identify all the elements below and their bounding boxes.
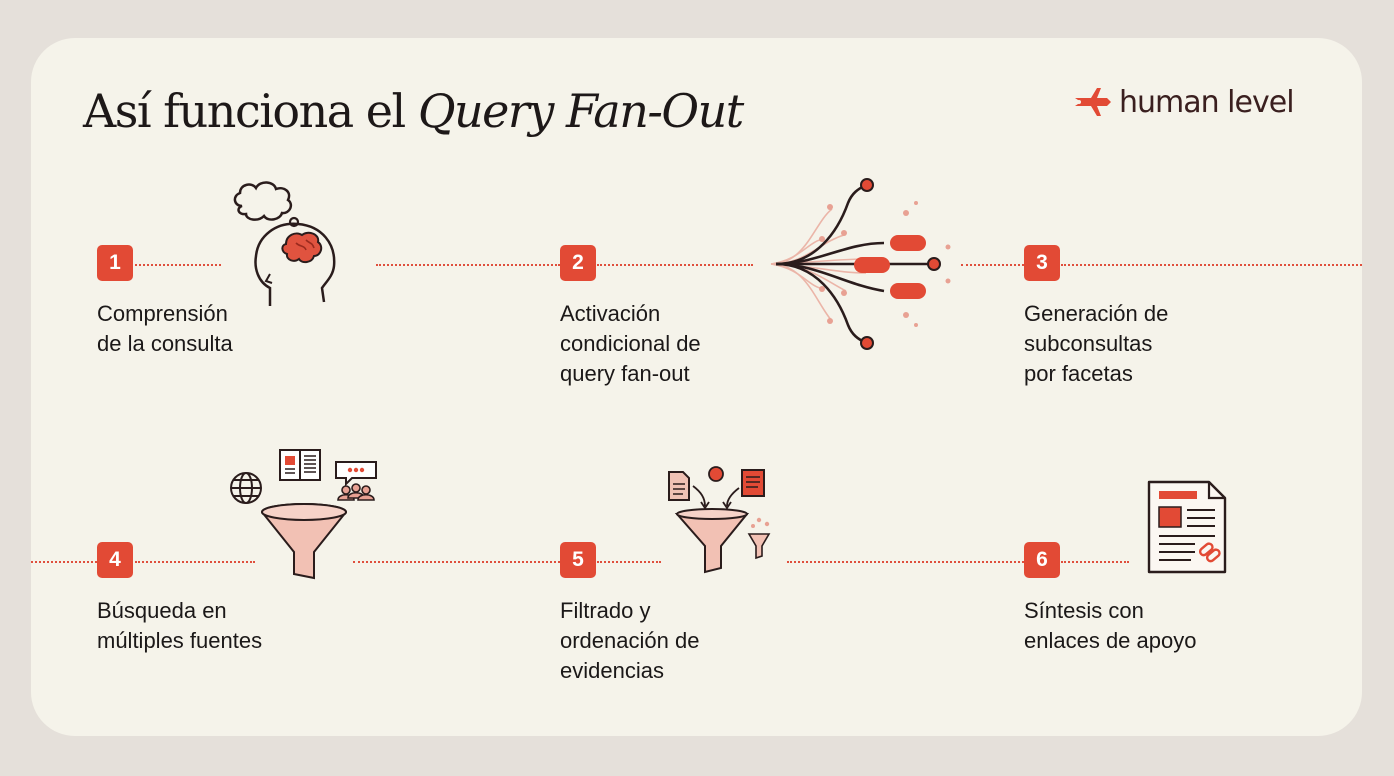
step-badge-4: 4 xyxy=(97,542,133,578)
connector-line xyxy=(597,561,661,563)
multi-source-funnel-icon xyxy=(230,449,377,580)
step-badge-2: 2 xyxy=(560,245,596,281)
page-title: Así funciona el Query Fan-Out xyxy=(83,84,744,138)
logo-text: human level xyxy=(1119,84,1295,120)
title-main: Así funciona el xyxy=(83,84,418,138)
step-badge-6: 6 xyxy=(1024,542,1060,578)
connector-line xyxy=(353,561,560,563)
step-badge-5: 5 xyxy=(560,542,596,578)
connector-line xyxy=(376,264,560,266)
title-italic: Query Fan-Out xyxy=(417,84,744,138)
filter-funnel-icon xyxy=(668,466,771,574)
fan-out-network-icon xyxy=(770,178,951,350)
connector-line xyxy=(597,264,753,266)
infographic-card: Así funciona el Query Fan-Out human leve… xyxy=(31,38,1362,736)
connector-line xyxy=(31,561,97,563)
step-badge-1: 1 xyxy=(97,245,133,281)
connector-line xyxy=(1061,561,1129,563)
connector-line xyxy=(135,561,255,563)
step-label-6: Síntesis con enlaces de apoyo xyxy=(1024,598,1197,653)
step-label-3: Generación de subconsultas por facetas xyxy=(1024,301,1169,386)
step-label-4: Búsqueda en múltiples fuentes xyxy=(97,598,263,653)
connector-line xyxy=(135,264,221,266)
step-label-1: Comprensión de la consulta xyxy=(97,301,233,356)
brand-logo: human level xyxy=(1071,84,1295,120)
bird-arrow-icon xyxy=(1075,88,1111,116)
step-label-2: Activación condicional de query fan-out xyxy=(560,301,701,386)
step-label-5: Filtrado y ordenación de evidencias xyxy=(560,598,700,683)
connector-line xyxy=(961,264,1024,266)
step-badge-3: 3 xyxy=(1024,245,1060,281)
head-thought-icon xyxy=(233,181,336,306)
document-link-icon xyxy=(1147,480,1227,574)
connector-line xyxy=(1061,264,1362,266)
connector-line xyxy=(787,561,1024,563)
